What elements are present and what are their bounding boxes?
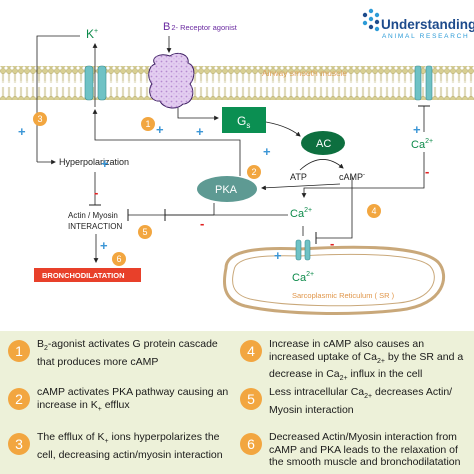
step-badge-5 [138, 225, 152, 239]
legend-number: 4 [240, 340, 262, 362]
step-badge-1 [141, 117, 155, 131]
legend-text: B2-agonist activates G protein cascade t… [37, 338, 218, 368]
minus-sign: - [330, 236, 334, 251]
svg-text:3: 3 [37, 114, 42, 124]
svg-text:BRONCHODILATATION: BRONCHODILATATION [42, 271, 125, 280]
legend-number: 1 [8, 340, 30, 362]
legend-item: 2 cAMP activates PKA pathway causing an … [8, 385, 234, 429]
bronchodilatation-box [34, 268, 141, 282]
hyperpolarization-label: Hyperpolarization [59, 157, 129, 167]
logo [362, 8, 380, 32]
svg-text:1: 1 [145, 119, 150, 129]
calcium-low-label: Ca2+ [292, 271, 314, 284]
minus-sign: - [425, 164, 429, 179]
calcium-channel-sr [295, 239, 311, 261]
plus-sign: + [413, 122, 421, 137]
legend-panel: 1 B2-agonist activates G protein cascade… [0, 331, 474, 474]
legend-item: 3 The efflux of K+ ions hyperpolarizes t… [8, 430, 234, 474]
legend-item: 6 Decreased Actin/Myosin interaction fro… [240, 430, 466, 474]
atp-label: ATP [290, 172, 307, 182]
legend-number: 3 [8, 433, 30, 455]
calcium-mid-label: Ca2+ [290, 207, 312, 220]
svg-text:PKA: PKA [215, 184, 238, 196]
legend-item: 1 B2-agonist activates G protein cascade… [8, 337, 234, 381]
cell-membrane [0, 66, 474, 100]
potassium-channel [84, 65, 107, 101]
interaction-label: INTERACTION [68, 222, 122, 231]
svg-text:6: 6 [116, 254, 121, 264]
legend-text: Decreased Actin/Myosin interaction from … [269, 431, 461, 469]
legend-text: Less intracellular Ca2+ decreases Actin/… [269, 386, 453, 416]
calcium-channel-membrane [414, 65, 433, 101]
plus-sign: + [101, 156, 109, 171]
calcium-right-label: Ca2+ [411, 138, 433, 151]
legend-text: cAMP activates PKA pathway causing an in… [37, 386, 229, 413]
plus-sign: + [156, 122, 164, 137]
legend-text: The efflux of K+ ions hyperpolarizes the… [37, 431, 223, 461]
plus-sign: + [100, 238, 108, 253]
actin-myosin-label: Actin / Myosin [68, 211, 118, 220]
legend-number: 6 [240, 433, 262, 455]
step-badge-2 [247, 165, 261, 179]
sr-label: Sarcoplasmic Reticulum ( SR ) [292, 291, 395, 300]
pathway-diagram: Airway smooth muscle K+ B2- Receptor ago… [0, 8, 474, 315]
logo-subtitle: ANIMAL RESEARCH [382, 33, 470, 40]
step-badge-4 [367, 204, 381, 218]
step-badge-6 [112, 252, 126, 266]
plus-sign: + [274, 248, 282, 263]
pka-enzyme [197, 176, 257, 202]
camp-label: cAMP- [339, 172, 365, 182]
logo-title: Understanding [381, 17, 474, 32]
legend-number: 2 [8, 388, 30, 410]
adenylyl-cyclase [301, 131, 345, 155]
potassium-label: K+ [86, 27, 98, 41]
svg-text:Gs: Gs [237, 114, 250, 130]
legend-text: Increase in cAMP also causes an increase… [269, 338, 464, 383]
plus-sign: + [263, 144, 271, 159]
minus-sign: - [94, 185, 98, 200]
svg-text:AC: AC [316, 138, 331, 150]
svg-text:4: 4 [371, 206, 376, 216]
step-badge-3 [33, 112, 47, 126]
minus-sign: - [200, 216, 204, 231]
legend-number: 5 [240, 388, 262, 410]
legend-item: 5 Less intracellular Ca2+ decreases Acti… [240, 385, 466, 429]
plus-sign: + [18, 124, 26, 139]
svg-text:2: 2 [251, 167, 256, 177]
membrane-label: Airway smooth muscle [262, 68, 347, 78]
svg-text:5: 5 [142, 227, 147, 237]
gs-protein [222, 107, 266, 133]
agonist-label: B2- Receptor agonist [163, 21, 238, 33]
legend-item: 4 Increase in cAMP also causes an increa… [240, 337, 466, 382]
plus-sign: + [196, 124, 204, 139]
